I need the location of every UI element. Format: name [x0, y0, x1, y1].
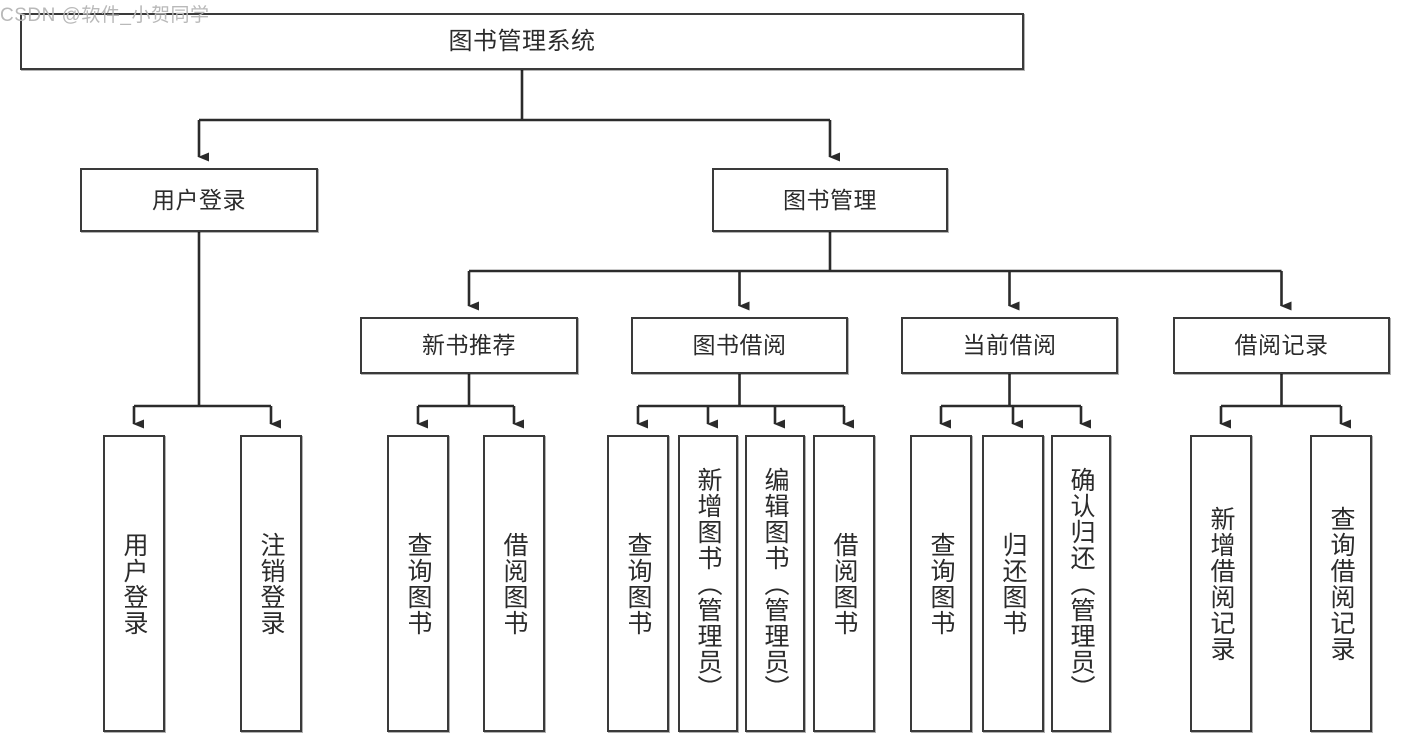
node-leaf-borrow-book-2[interactable]: 借阅图书 — [813, 435, 875, 732]
node-label: 图书借阅 — [692, 332, 787, 359]
node-new-book-recommend[interactable]: 新书推荐 — [360, 317, 578, 374]
node-label: 当前借阅 — [962, 332, 1057, 359]
node-leaf-return-book[interactable]: 归还图书 — [982, 435, 1044, 732]
node-leaf-confirm-return[interactable]: 确认归还（管理员） — [1051, 435, 1111, 732]
node-label: 借阅图书 — [500, 531, 528, 636]
node-label: 新增借阅记录 — [1207, 505, 1235, 662]
node-label: 用户登录 — [120, 531, 148, 636]
node-label: 注销登录 — [257, 531, 285, 636]
node-label: 借阅图书 — [830, 531, 858, 636]
node-leaf-logout[interactable]: 注销登录 — [240, 435, 302, 732]
node-label: 借阅记录 — [1234, 332, 1329, 359]
node-label: 确认归还（管理员） — [1067, 466, 1095, 701]
node-label: 查询图书 — [927, 531, 955, 636]
node-label: 图书管理 — [783, 186, 877, 213]
node-leaf-user-login[interactable]: 用户登录 — [103, 435, 165, 732]
node-borrow-record[interactable]: 借阅记录 — [1173, 317, 1390, 374]
node-label: 图书管理系统 — [448, 27, 596, 55]
node-label: 用户登录 — [152, 186, 246, 213]
node-label: 归还图书 — [999, 531, 1027, 636]
node-label: 查询借阅记录 — [1327, 505, 1355, 662]
node-label: 编辑图书（管理员） — [761, 466, 789, 701]
csdn-watermark: CSDN @软件_小贺同学 — [0, 5, 210, 26]
node-label: 查询图书 — [624, 531, 652, 636]
node-label: 查询图书 — [404, 531, 432, 636]
node-label: 新增图书（管理员） — [694, 466, 722, 701]
node-leaf-add-record[interactable]: 新增借阅记录 — [1190, 435, 1252, 732]
node-label: 新书推荐 — [422, 332, 516, 359]
node-book-management-system[interactable]: 图书管理系统 — [20, 13, 1024, 70]
node-book-borrow[interactable]: 图书借阅 — [631, 317, 848, 374]
node-book-management[interactable]: 图书管理 — [712, 168, 948, 232]
node-leaf-edit-book[interactable]: 编辑图书（管理员） — [745, 435, 805, 732]
node-current-borrow[interactable]: 当前借阅 — [901, 317, 1118, 374]
node-leaf-borrow-book-1[interactable]: 借阅图书 — [483, 435, 545, 732]
node-leaf-query-book-1[interactable]: 查询图书 — [387, 435, 449, 732]
node-leaf-query-record[interactable]: 查询借阅记录 — [1310, 435, 1372, 732]
node-leaf-query-book-2[interactable]: 查询图书 — [607, 435, 669, 732]
node-leaf-add-book[interactable]: 新增图书（管理员） — [678, 435, 738, 732]
node-leaf-query-book-3[interactable]: 查询图书 — [910, 435, 972, 732]
node-user-login[interactable]: 用户登录 — [80, 168, 318, 232]
